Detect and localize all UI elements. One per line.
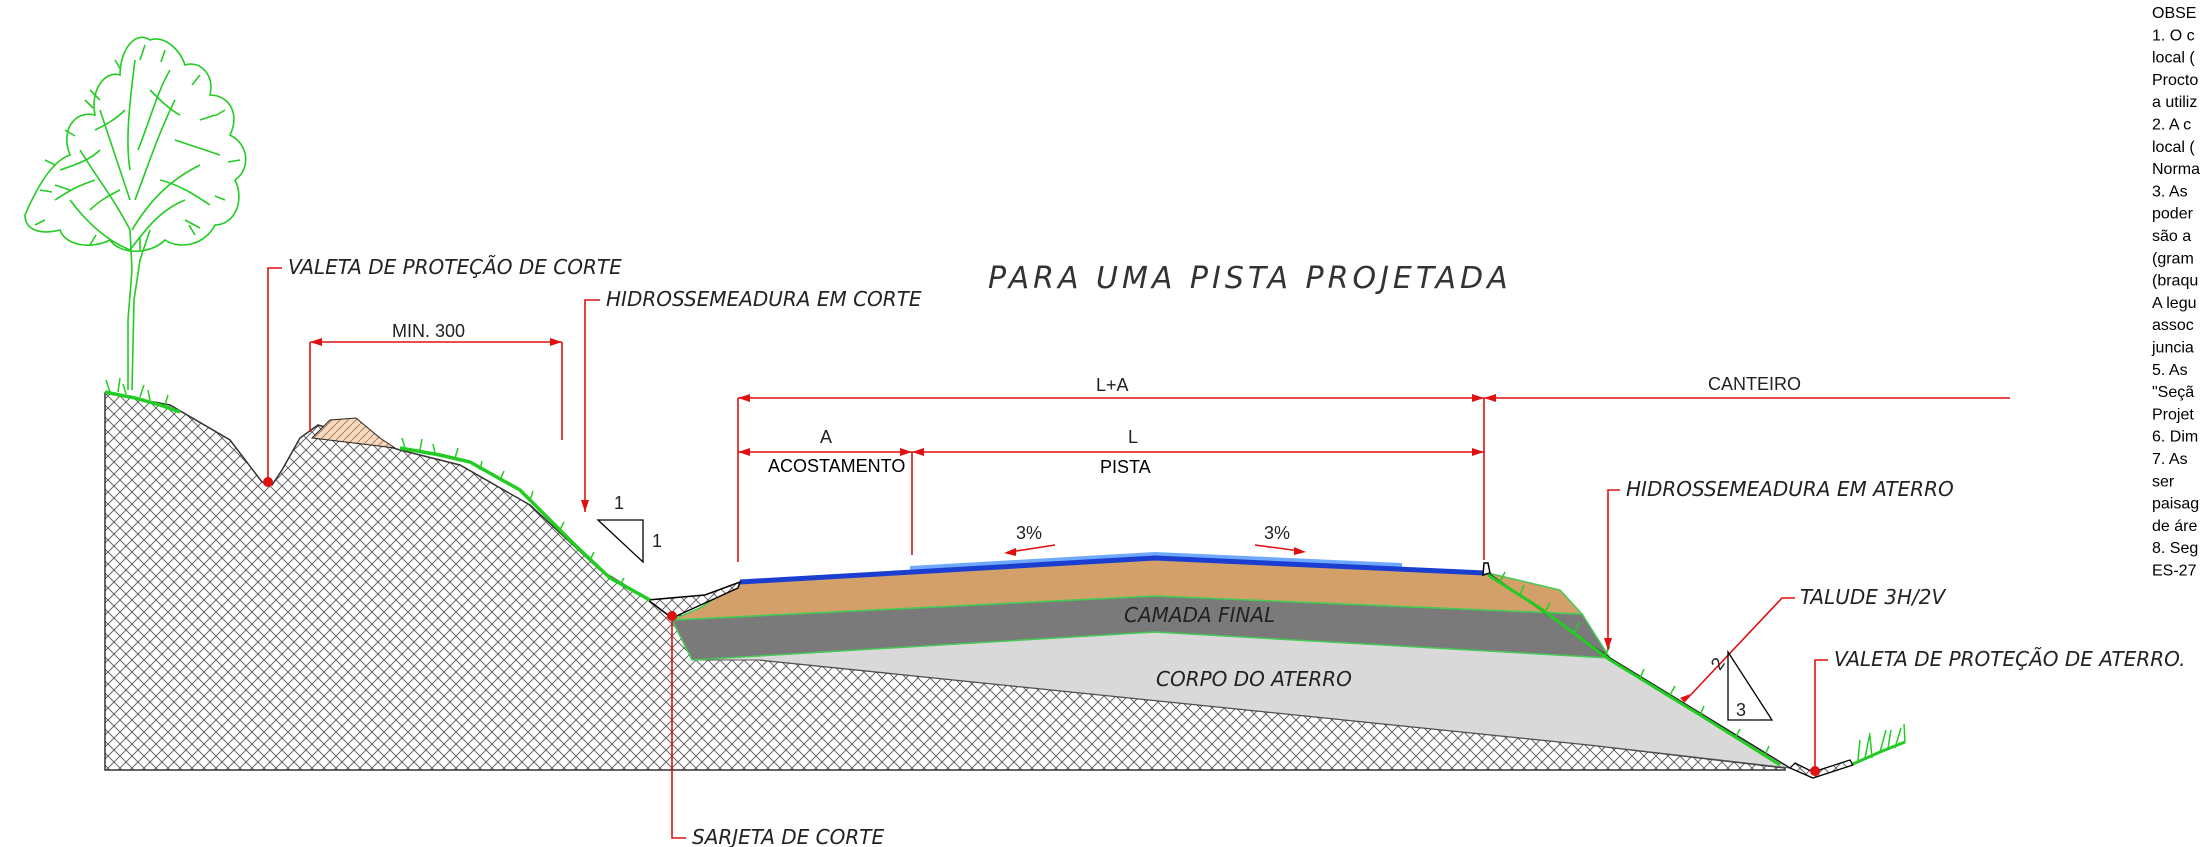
arrow-hidro-aterro (1604, 638, 1612, 650)
dim-min-300 (309, 341, 563, 440)
fill-ditch (1788, 759, 1854, 779)
dim-la (737, 397, 2010, 562)
note-line: 6. Dim (2152, 429, 2198, 446)
note-line: (braqu (2152, 273, 2198, 290)
note-line: ES-27 (2152, 563, 2197, 580)
note-line: juncia (2151, 340, 2194, 357)
dim-la-text: L+A (1096, 375, 1129, 395)
label-valeta-aterro: VALETA DE PROTEÇÃO DE ATERRO. (1834, 647, 2185, 671)
grass-right (1487, 573, 1781, 767)
slope-right-text: 3% (1264, 523, 1290, 543)
slope-arrow-left (1009, 544, 1056, 553)
dim-l-text: L (1128, 427, 1138, 447)
label-camada-final: CAMADA FINAL (1124, 603, 1275, 627)
note-line: (gram (2152, 250, 2194, 267)
grass-tufts-right (1499, 571, 1906, 761)
note-line: ser (2152, 473, 2175, 490)
note-line: Procto (2152, 72, 2198, 89)
label-hidro-aterro: HIDROSSEMEADURA EM ATERRO (1626, 477, 1954, 501)
note-line: de áre (2152, 518, 2197, 535)
cut-ratio-v: 1 (614, 493, 624, 513)
dim-min-text: MIN. 300 (392, 321, 465, 341)
note-line: local ( (2152, 139, 2195, 156)
leader-valeta-aterro (1814, 659, 1828, 771)
cut-ratio-h: 1 (652, 531, 662, 551)
note-line: 8. Seg (2152, 540, 2198, 557)
note-line: 1. O c (2152, 27, 2195, 44)
leader-sarjeta (671, 616, 686, 839)
note-line: 3. As (2152, 183, 2188, 200)
cut-protection (310, 417, 396, 449)
grass-left (104, 390, 651, 602)
arrow-hidro-corte (581, 500, 589, 512)
label-corpo-aterro: CORPO DO ATERRO (1156, 667, 1352, 691)
curb (1482, 562, 1491, 577)
label-hidro-corte: HIDROSSEMEADURA EM CORTE (606, 287, 922, 311)
note-line: poder (2152, 206, 2194, 223)
dim-a-text: A (820, 427, 832, 447)
pista-text: PISTA (1100, 457, 1151, 477)
notes-column: OBSE 1. O c local ( Procto a utiliz 2. A c loc… (2151, 5, 2200, 580)
label-talude: TALUDE 3H/2V (1800, 585, 1946, 609)
fill-ratio-h: 3 (1736, 700, 1746, 720)
label-sarjeta: SARJETA DE CORTE (692, 825, 884, 847)
arrow-talude (1680, 694, 1690, 702)
tree-icon (24, 36, 247, 391)
grass-tufts-left (105, 377, 625, 586)
fill-slope-triangle (1727, 649, 1774, 721)
note-line: A legu (2152, 295, 2196, 312)
leader-valeta-corte (267, 267, 282, 482)
grass-right-end (1852, 740, 1906, 766)
note-line: local ( (2152, 50, 2195, 67)
note-line: Projet (2152, 406, 2194, 423)
label-valeta-corte: VALETA DE PROTEÇÃO DE CORTE (288, 255, 622, 279)
leader-hidro-corte (584, 299, 600, 512)
slope-left-text: 3% (1016, 523, 1042, 543)
note-line: OBSE (2152, 5, 2196, 22)
leader-talude (1683, 597, 1795, 703)
slope-arrow-right (1254, 544, 1301, 552)
note-line: assoc (2152, 317, 2194, 334)
note-line: a utiliz (2152, 94, 2197, 111)
note-line: "Seçã (2152, 384, 2194, 401)
drawing-title: PARA UMA PISTA PROJETADA (988, 261, 1512, 296)
note-line: 7. As (2152, 451, 2188, 468)
note-line: Norma (2152, 161, 2200, 178)
leader-hidro-aterro (1607, 489, 1620, 650)
note-line: 5. As (2152, 362, 2188, 379)
cut-slope-triangle (596, 519, 644, 564)
dim-canteiro-text: CANTEIRO (1708, 374, 1801, 394)
note-line: paisag (2152, 496, 2199, 513)
acostamento-text: ACOSTAMENTO (768, 456, 905, 476)
note-line: 2. A c (2152, 117, 2191, 134)
note-line: são a (2152, 228, 2191, 245)
dim-a-l (738, 451, 1484, 555)
pavement-line (739, 555, 1486, 585)
